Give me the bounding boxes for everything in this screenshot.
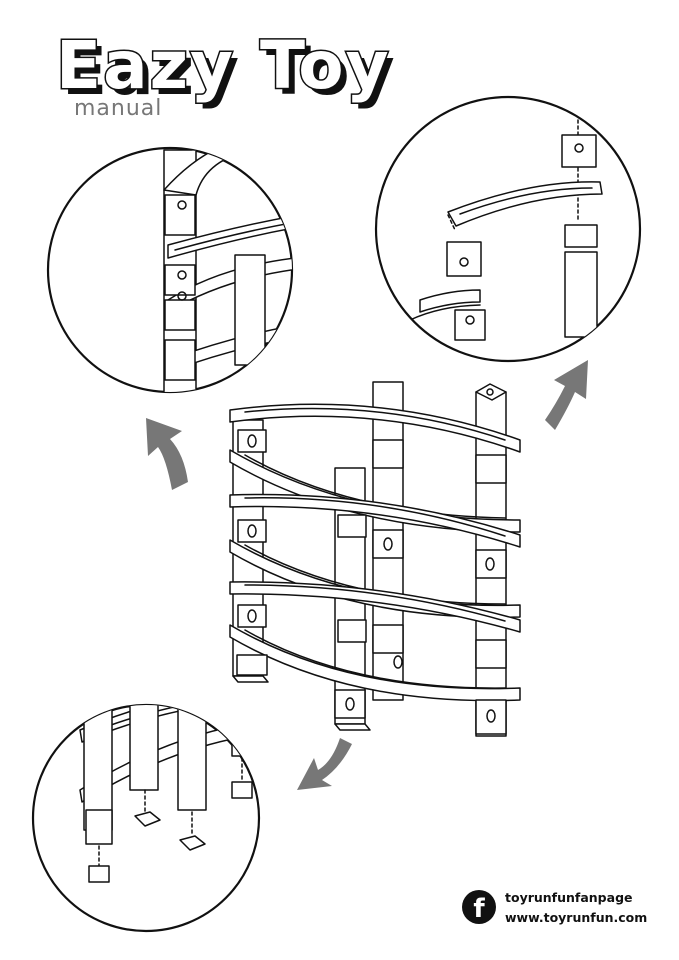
track-5 <box>229 581 521 633</box>
facebook-page-link[interactable]: toyrunfunfanpage <box>505 890 633 905</box>
curved-arrow-icon <box>545 360 588 430</box>
main-assembly <box>229 381 521 737</box>
connector-blocks <box>236 429 507 735</box>
page-subtitle: manual <box>74 96 163 121</box>
title-logo: Eazy Toy Eazy Toy <box>55 26 397 111</box>
curved-arrow-icon <box>146 418 188 490</box>
track-6 <box>229 624 521 702</box>
detail-view-top-right <box>374 95 642 363</box>
title-shadow: Eazy Toy <box>62 33 397 110</box>
website-link[interactable]: www.toyrunfun.com <box>505 910 648 925</box>
detail-view-bottom-left <box>31 703 261 933</box>
track-1 <box>229 403 521 453</box>
page-title: Eazy Toy <box>56 27 391 104</box>
curved-arrow-icon <box>297 738 352 790</box>
facebook-icon[interactable]: f <box>462 890 496 924</box>
footer-text: toyrunfunfanpage www.toyrunfun.com <box>505 888 647 928</box>
track-3 <box>229 493 521 548</box>
detail-view-top-left <box>46 146 294 394</box>
